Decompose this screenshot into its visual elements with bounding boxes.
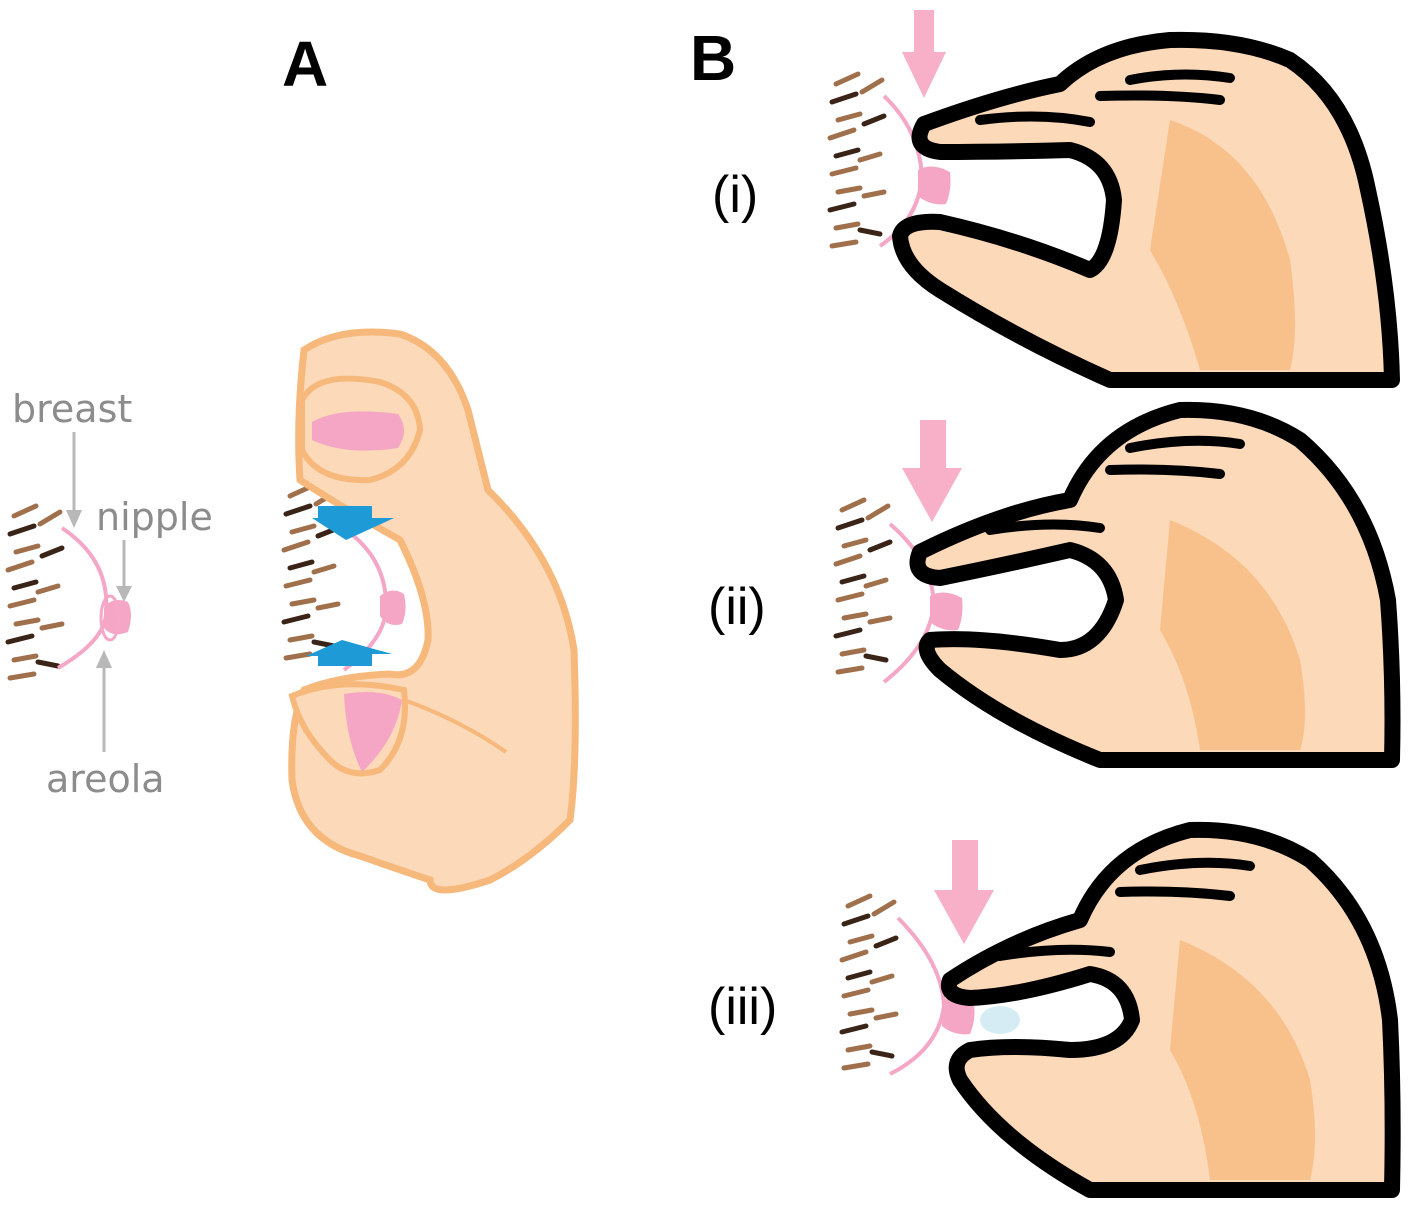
compression-arrow-up (306, 640, 392, 666)
step-ii-nipple (930, 592, 963, 631)
step-i-hand-shading (1150, 120, 1295, 370)
panel-label-b: B (690, 22, 736, 94)
step-iii-nipple (942, 997, 975, 1035)
compression-arrow-down (312, 506, 394, 540)
panel-a-nipple (380, 590, 406, 625)
step-ii-hand-shading (1160, 520, 1305, 750)
step-i-finger-creases (975, 69, 1235, 127)
step-iii-hand-shading (1170, 940, 1315, 1180)
breast-pointer-head (66, 510, 82, 528)
step-ii-label: (ii) (708, 578, 766, 636)
step-ii-illustration: (ii) (708, 401, 1401, 768)
breast-outline (56, 526, 109, 670)
nipple-pointer-head (116, 586, 132, 602)
lower-lip-mucosa (344, 692, 402, 772)
step-iii-finger-creases (995, 857, 1255, 961)
step-i-label: (i) (712, 166, 758, 224)
areola-label: areola (46, 757, 165, 801)
step-i-illustration: (i) (712, 10, 1400, 388)
step-iii-label: (iii) (708, 978, 777, 1036)
mouth-crease (403, 698, 508, 754)
areola-pointer-head (96, 650, 112, 668)
milk-droplet (980, 1006, 1020, 1034)
breast-anatomy (8, 506, 131, 678)
upper-lip-mucosa (312, 411, 404, 451)
step-i-nipple (918, 166, 951, 205)
step-i-pressure-arrow (902, 10, 946, 98)
step-ii-finger-creases (985, 435, 1245, 535)
areola-shape (99, 594, 121, 642)
step-iii-hand (941, 821, 1401, 1198)
infant-latch-illustration (284, 328, 579, 894)
step-iii-pressure-arrow (934, 840, 994, 944)
step-iii-illustration: (iii) (708, 821, 1401, 1198)
step-ii-hand (909, 401, 1401, 768)
panel-label-a: A (282, 28, 328, 100)
step-iii-body-hair (842, 896, 896, 1068)
step-i-body-hair (830, 74, 884, 246)
breast-label: breast (12, 387, 132, 431)
body-hair-tuft (8, 506, 62, 678)
nipple-label: nipple (96, 495, 213, 539)
step-ii-pressure-arrow (902, 420, 962, 522)
step-iii-breast-outline (889, 916, 947, 1076)
step-ii-body-hair (836, 500, 890, 672)
